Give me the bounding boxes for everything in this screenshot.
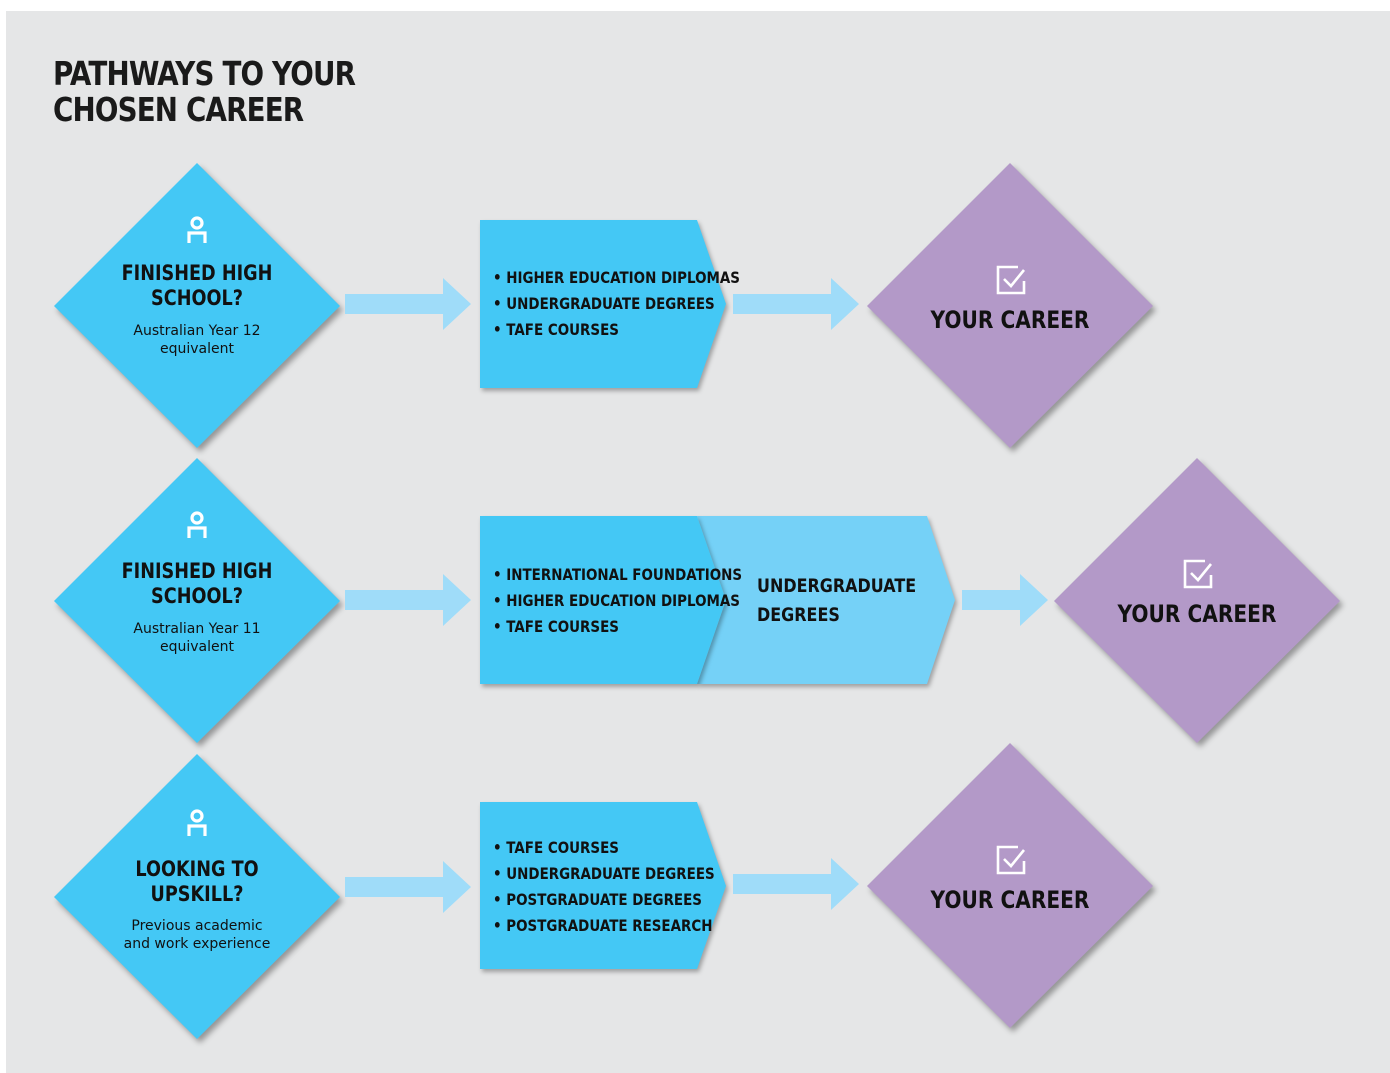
list-item: TAFE COURSES xyxy=(493,835,715,861)
person-icon xyxy=(187,216,207,243)
checkbox-icon xyxy=(1183,559,1213,589)
list-item: TAFE COURSES xyxy=(493,317,740,343)
list-item: TAFE COURSES xyxy=(493,614,742,640)
next-step-box xyxy=(697,516,955,684)
checkbox-icon xyxy=(996,265,1026,295)
arrow xyxy=(962,574,1048,626)
start-subtitle: Australian Year 12 equivalent xyxy=(133,323,261,357)
start-heading: FINISHED HIGH SCHOOL? xyxy=(121,261,273,310)
arrow xyxy=(345,574,471,626)
list-item: POSTGRADUATE DEGREES xyxy=(493,887,715,913)
start-diamond xyxy=(54,163,340,448)
list-item: HIGHER EDUCATION DIPLOMAS xyxy=(493,265,740,291)
start-heading: FINISHED HIGH SCHOOL? xyxy=(121,559,273,608)
page-title: PATHWAYS TO YOUR CHOSEN CAREER xyxy=(53,54,356,129)
start-heading: LOOKING TO UPSKILL? xyxy=(135,857,259,906)
list-item: UNDERGRADUATE DEGREES xyxy=(493,861,714,887)
career-label: YOUR CAREER xyxy=(930,886,1090,914)
arrow xyxy=(733,278,859,330)
start-diamond xyxy=(54,754,340,1039)
start-subtitle: Previous academic and work experience xyxy=(123,918,271,952)
list-item: INTERNATIONAL FOUNDATIONS xyxy=(493,562,742,588)
arrow xyxy=(345,278,471,330)
person-icon xyxy=(187,809,207,836)
person-icon xyxy=(187,511,207,538)
career-label: YOUR CAREER xyxy=(1117,600,1277,628)
list-item: HIGHER EDUCATION DIPLOMAS xyxy=(493,588,742,614)
options-list: TAFE COURSES UNDERGRADUATE DEGREES POSTG… xyxy=(493,835,715,939)
next-step-label: UNDERGRADUATE DEGREES xyxy=(757,575,917,626)
career-diamond xyxy=(1054,458,1340,743)
checkbox-icon xyxy=(996,845,1026,875)
arrow xyxy=(733,858,859,910)
career-diamond xyxy=(867,163,1153,448)
list-item: POSTGRADUATE RESEARCH xyxy=(493,913,715,939)
arrow xyxy=(345,861,471,913)
career-label: YOUR CAREER xyxy=(930,306,1090,334)
list-item: UNDERGRADUATE DEGREES xyxy=(493,291,740,317)
start-subtitle: Australian Year 11 equivalent xyxy=(133,621,261,655)
start-diamond xyxy=(54,458,340,743)
options-list: INTERNATIONAL FOUNDATIONS HIGHER EDUCATI… xyxy=(493,562,742,640)
career-diamond xyxy=(867,743,1153,1028)
options-list: HIGHER EDUCATION DIPLOMAS UNDERGRADUATE … xyxy=(493,265,740,343)
